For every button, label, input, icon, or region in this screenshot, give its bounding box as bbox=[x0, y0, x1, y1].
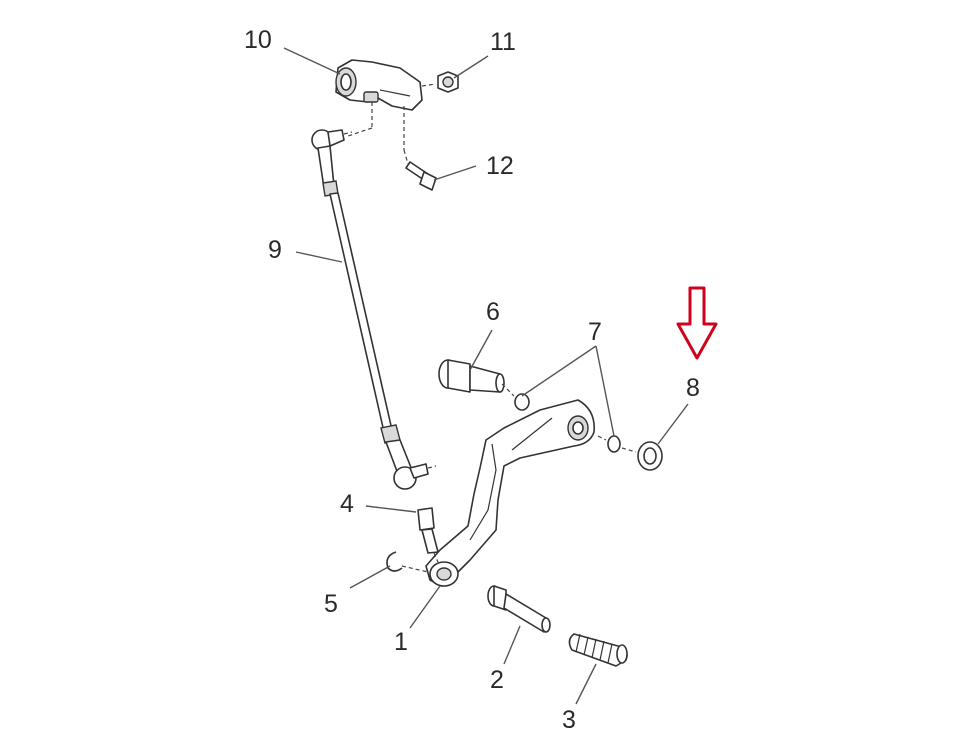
part-3-rubber-peg bbox=[568, 633, 628, 667]
part-10-clamp bbox=[335, 59, 437, 150]
part-8-washer bbox=[637, 441, 663, 471]
part-4-screw bbox=[417, 507, 439, 563]
part-1-shift-lever bbox=[425, 399, 595, 587]
part-5-circlip bbox=[386, 551, 429, 573]
callout-9: 9 bbox=[268, 236, 282, 264]
leader-lines bbox=[283, 47, 689, 705]
part-12-bolt bbox=[403, 149, 437, 191]
down-arrow-icon bbox=[676, 286, 718, 360]
callout-7: 7 bbox=[588, 318, 602, 346]
callout-12: 12 bbox=[486, 152, 514, 180]
callout-10: 10 bbox=[244, 26, 272, 54]
callout-8: 8 bbox=[686, 374, 700, 402]
callout-4: 4 bbox=[340, 490, 354, 518]
callout-6: 6 bbox=[486, 298, 500, 326]
callout-11: 11 bbox=[490, 28, 516, 56]
part-7-o-rings bbox=[514, 393, 637, 453]
callout-1: 1 bbox=[394, 628, 408, 656]
callout-5: 5 bbox=[324, 590, 338, 618]
part-11-nut bbox=[437, 71, 459, 93]
callout-3: 3 bbox=[562, 706, 576, 734]
callout-labels: 10 11 12 9 6 7 8 4 5 1 2 3 bbox=[244, 26, 700, 734]
part-2-peg-bolt bbox=[487, 585, 551, 633]
part-6-pivot-bolt bbox=[438, 359, 515, 397]
callout-2: 2 bbox=[490, 666, 504, 694]
part-9-shift-rod bbox=[311, 129, 437, 490]
